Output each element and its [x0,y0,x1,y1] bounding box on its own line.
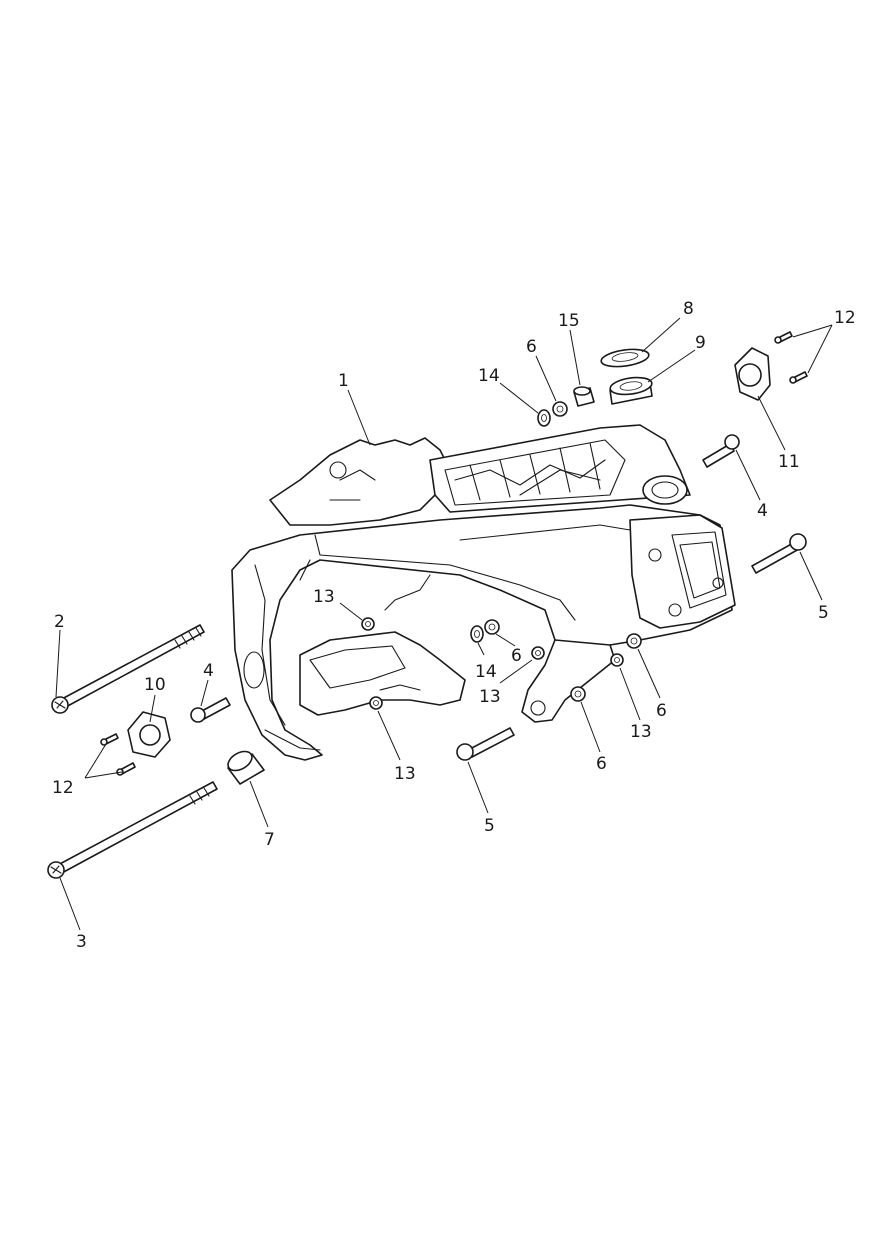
seal-8 [600,348,650,368]
callout-6-right: 6 [656,701,667,721]
nut-6-mid [484,619,500,635]
screw-12-left-a [100,733,119,746]
callout-13-mid: 13 [479,687,501,707]
screw-12-top-b [789,371,808,384]
callout-6-mid: 6 [511,646,522,666]
cover-11 [734,347,771,401]
callout-1: 1 [338,371,349,391]
callout-2: 2 [54,612,65,632]
screw-12-left-b [116,762,136,776]
callout-13-lower: 13 [394,764,416,784]
callout-4-right: 4 [757,501,768,521]
callout-12-right: 12 [834,308,856,328]
callout-13-upper: 13 [313,587,335,607]
screw-12-top-a [774,331,793,344]
nut-13-lower [369,696,383,710]
callout-5-right: 5 [818,603,829,623]
bolt-5-lower [456,727,515,761]
bearing-9 [609,376,653,405]
callout-8: 8 [683,299,694,319]
long-bolt-lower [47,781,218,879]
nut-6-right [626,633,642,649]
callout-4-left: 4 [203,661,214,681]
bush-15 [573,386,595,407]
nut-13-mid [531,646,545,660]
callout-11: 11 [778,452,800,472]
cover-10 [127,711,171,758]
callouts: 1 2 3 4 4 5 5 6 6 6 6 7 8 9 10 11 12 12 … [52,299,856,952]
callout-12-left: 12 [52,778,74,798]
callout-13-right: 13 [630,722,652,742]
washer-14-top [537,409,551,427]
spacer-7 [227,750,265,785]
callout-14-top: 14 [478,366,500,386]
callout-3: 3 [76,932,87,952]
callout-5-lower: 5 [484,816,495,836]
callout-6-low: 6 [596,754,607,774]
long-bolt-upper [51,624,205,714]
washer-14-mid [470,625,484,643]
callout-6-top: 6 [526,337,537,357]
callout-14-mid: 14 [475,662,497,682]
nut-13-upper [361,617,375,631]
bolt-4-right [702,434,740,468]
leader-lines [55,317,833,931]
callout-7: 7 [264,830,275,850]
nut-6-top [552,401,568,417]
callout-10: 10 [144,675,166,695]
bolt-5-right [751,533,807,574]
frame [231,424,736,761]
callout-9: 9 [695,333,706,353]
nut-13-right [610,653,624,667]
nut-6-low [570,686,586,702]
callout-15: 15 [558,311,580,331]
bolt-4-left [190,697,231,723]
